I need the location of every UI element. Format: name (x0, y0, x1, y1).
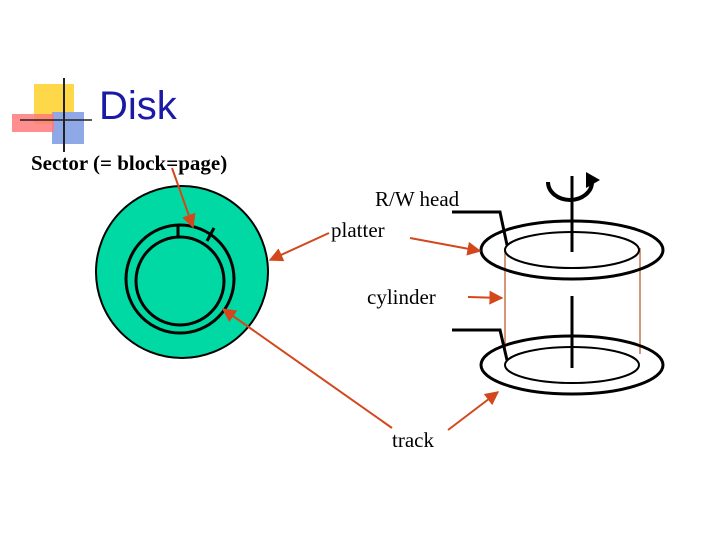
track-right-arrow (447, 391, 500, 431)
cylinder-arrow (467, 290, 504, 305)
disk-stack (452, 172, 665, 396)
inner-track (134, 235, 226, 327)
rotation-arc (546, 181, 594, 202)
bottom-platter-outer (479, 334, 665, 396)
bottom-platter-track (504, 346, 640, 384)
rotation-arrowhead (586, 172, 600, 188)
platter-top-view (95, 185, 269, 359)
sector-arrow (171, 167, 196, 229)
rw-head-arm-top (452, 210, 509, 246)
cylinder-label: cylinder (367, 285, 436, 309)
slide-title: Disk (99, 84, 177, 128)
platter-label: platter (331, 218, 385, 242)
slide-logo (12, 78, 92, 152)
logo-blue-square (52, 112, 84, 144)
track-left-arrow (221, 308, 393, 429)
rw-head-label: R/W head (375, 187, 460, 211)
platter-left-arrow (268, 232, 330, 262)
top-platter-track (504, 231, 640, 269)
platter-right-arrow (409, 237, 482, 256)
outer-track (124, 223, 236, 335)
sector-label: Sector (= block=page) (31, 151, 228, 175)
logo-red-square (12, 114, 54, 132)
track-label: track (392, 428, 434, 452)
rw-head-arm-bottom (452, 328, 509, 361)
sector-boundary-2 (205, 227, 216, 242)
